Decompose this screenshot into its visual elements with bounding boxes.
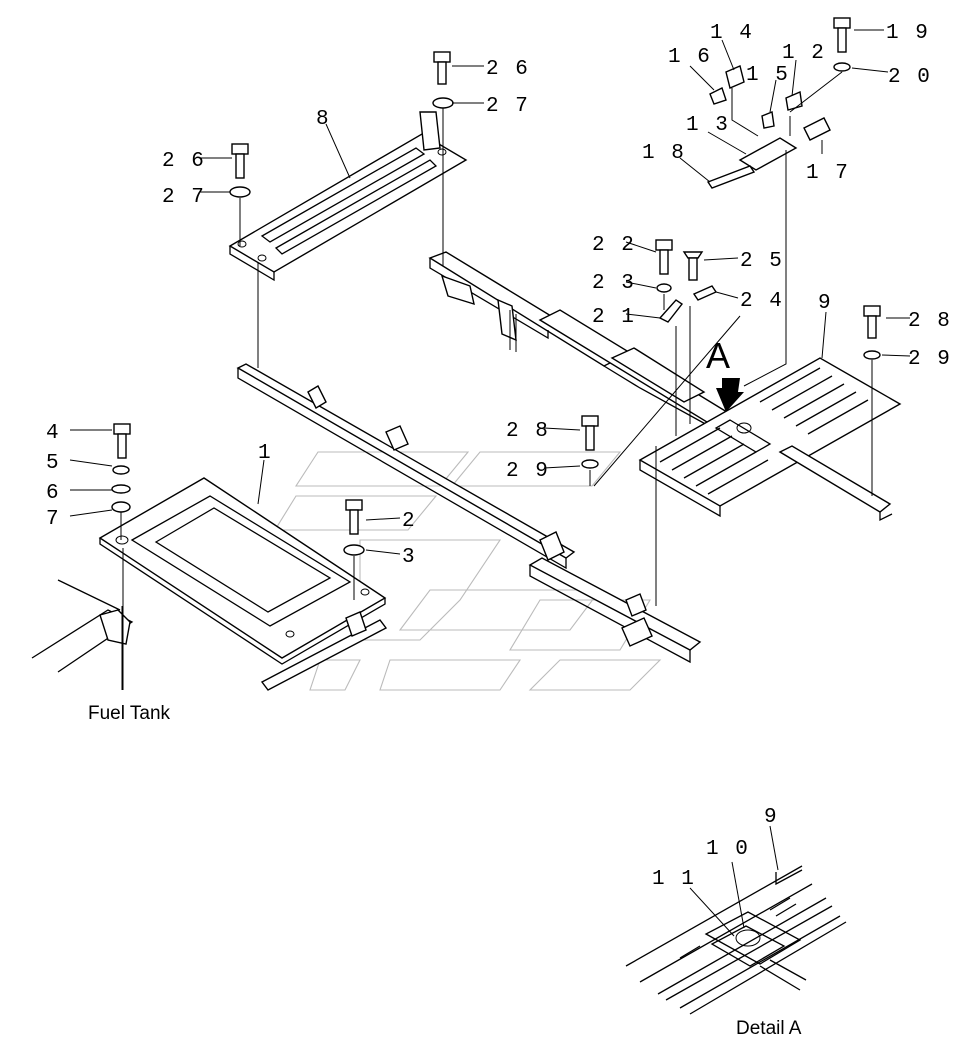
latch-14 xyxy=(725,65,745,89)
label-20: 2 0 xyxy=(888,66,932,89)
label-27-left: 2 7 xyxy=(162,186,206,209)
bolt-17 xyxy=(803,117,831,141)
part-labels: 2 6 2 7 8 2 6 2 7 4 5 6 7 1 2 3 2 8 2 9 … xyxy=(46,22,952,569)
detail-label-10: 1 0 xyxy=(706,838,750,861)
fuel-tank-caption: Fuel Tank xyxy=(88,703,171,724)
pin-12 xyxy=(785,90,803,111)
leader-lines xyxy=(69,29,911,690)
washer-27-top xyxy=(432,97,454,109)
label-9: 9 xyxy=(818,292,833,315)
bolt-4 xyxy=(113,423,131,459)
detail-a-inset: 9 1 0 1 1 Detail A xyxy=(625,806,847,1039)
bolt-26-top xyxy=(433,51,451,85)
label-6: 6 xyxy=(46,482,61,505)
label-23: 2 3 xyxy=(592,272,636,295)
label-5: 5 xyxy=(46,452,61,475)
washer-3 xyxy=(343,544,365,556)
view-arrow: A xyxy=(706,335,744,412)
center-frame-rail xyxy=(236,363,702,664)
label-1: 1 xyxy=(258,442,273,465)
bolt-28-center xyxy=(581,415,599,451)
label-3: 3 xyxy=(402,546,417,569)
label-19: 1 9 xyxy=(886,22,930,45)
detail-label-11: 1 1 xyxy=(652,868,696,891)
label-28-center: 2 8 xyxy=(506,420,550,443)
label-21: 2 1 xyxy=(592,306,636,329)
label-15: 1 5 xyxy=(746,64,790,87)
fuel-tank-outline xyxy=(31,579,134,673)
label-26-top: 2 6 xyxy=(486,58,530,81)
bolt-19 xyxy=(833,17,851,53)
washer-27-left xyxy=(229,186,251,198)
label-25: 2 5 xyxy=(740,250,784,273)
bolt-26-left xyxy=(231,143,249,179)
washer-5 xyxy=(112,465,130,475)
washer-23 xyxy=(656,283,672,293)
detail-a-caption: Detail A xyxy=(736,1018,802,1039)
label-28-right: 2 8 xyxy=(908,310,952,333)
label-8: 8 xyxy=(316,108,331,131)
tank-cover-panel xyxy=(98,477,388,691)
label-12: 1 2 xyxy=(782,42,826,65)
floor-panel xyxy=(638,357,902,522)
bracket-13 xyxy=(738,137,798,171)
spring-16 xyxy=(709,87,727,105)
label-29-right: 2 9 xyxy=(908,348,952,371)
label-22: 2 2 xyxy=(592,234,636,257)
bolt-22 xyxy=(655,239,673,275)
label-26-left: 2 6 xyxy=(162,150,206,173)
washer-7 xyxy=(111,501,131,513)
label-16: 1 6 xyxy=(668,46,712,69)
washer-29-center xyxy=(581,459,599,469)
clip-21 xyxy=(658,299,684,323)
spring-15 xyxy=(761,111,775,129)
clip-24 xyxy=(692,285,718,301)
label-29-center: 2 9 xyxy=(506,460,550,483)
label-13: 1 3 xyxy=(686,114,730,137)
rod-18 xyxy=(706,165,756,189)
washer-20 xyxy=(833,62,851,72)
label-18: 1 8 xyxy=(642,142,686,165)
bolt-2 xyxy=(345,499,363,535)
detail-label-9: 9 xyxy=(764,806,779,829)
label-7: 7 xyxy=(46,508,61,531)
washer-29-right xyxy=(863,350,881,360)
upper-bracket-plate xyxy=(228,111,468,282)
label-27-top: 2 7 xyxy=(486,95,530,118)
hardware xyxy=(111,17,881,556)
label-14: 1 4 xyxy=(710,22,754,45)
screw-25 xyxy=(682,251,704,281)
label-24: 2 4 xyxy=(740,290,784,313)
label-2: 2 xyxy=(402,510,417,533)
bolt-28-right xyxy=(863,305,881,339)
washer-6 xyxy=(111,484,131,494)
label-4: 4 xyxy=(46,422,61,445)
label-17: 1 7 xyxy=(806,162,850,185)
